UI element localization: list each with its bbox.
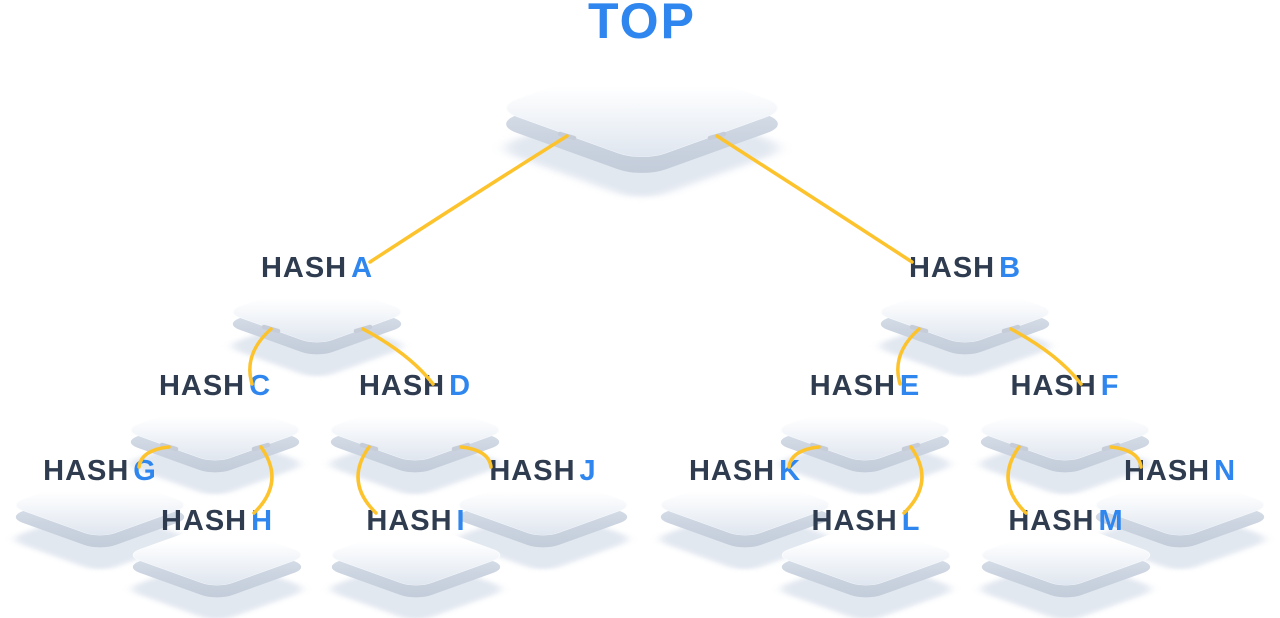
node-label-word: HASH [160, 505, 248, 537]
node-label-word: HASH [1010, 370, 1097, 402]
node-label-word: HASH [366, 505, 453, 537]
node-label-word: HASH [908, 252, 996, 284]
node-label-letter: M [1098, 505, 1124, 537]
node-label-word: HASH [489, 455, 576, 487]
node-label-letter: B [999, 252, 1022, 284]
node-label-word: HASH [1123, 455, 1211, 487]
node-label-word: HASH [260, 252, 348, 284]
node-label-word: HASH [811, 505, 898, 537]
node-label-word: HASH [688, 455, 776, 487]
node-label-letter: D [449, 370, 472, 402]
node-label-letter: A [351, 252, 374, 284]
node-label-letter: N [1214, 455, 1237, 487]
node-label-letter: F [1100, 370, 1120, 402]
node-label-letter: G [133, 455, 157, 487]
node-label-word: HASH [358, 370, 446, 402]
node-label-word: HASH [809, 370, 896, 402]
node-label-letter: K [779, 455, 802, 487]
node-label-word: HASH [158, 370, 246, 402]
node-label-letter: J [579, 455, 597, 487]
node-label-word: HASH [1008, 505, 1095, 537]
node-label-top: TOP [482, 0, 802, 46]
top-label-text: TOP [588, 0, 696, 49]
node-label-letter: I [456, 505, 466, 537]
node-label-word: HASH [43, 455, 130, 487]
